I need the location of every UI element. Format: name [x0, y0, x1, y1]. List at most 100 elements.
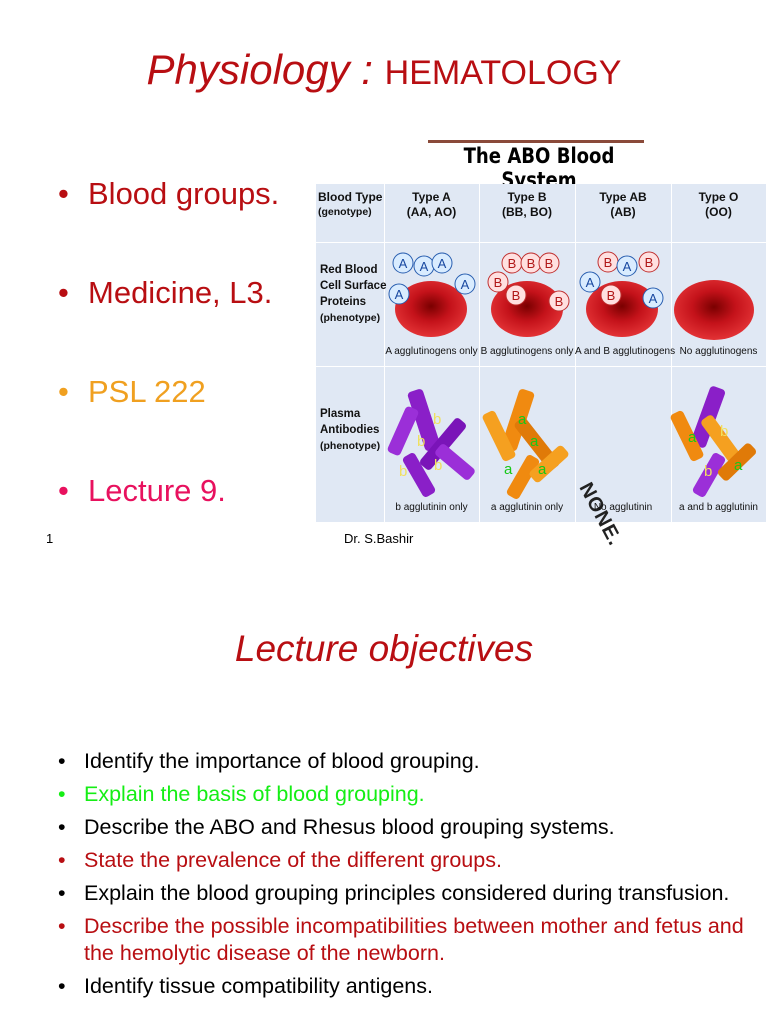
antigen-b-icon: B — [501, 252, 523, 274]
antigen-a-icon: A — [454, 273, 476, 295]
svg-text:a: a — [538, 461, 547, 478]
bullet-blood-groups: Blood groups. — [58, 172, 279, 271]
svg-text:B: B — [604, 255, 613, 270]
antigen-a-icon: A — [413, 255, 435, 277]
objectives-list: Identify the importance of blood groupin… — [58, 748, 748, 1006]
antigen-a-icon: A — [388, 283, 410, 305]
header-blood-type: Blood Type (genotype) — [318, 190, 383, 218]
grid-line — [575, 184, 576, 522]
caption-rbc-type-o: No agglutinogens — [679, 346, 758, 357]
figure-title: The ABO Blood System — [463, 144, 615, 192]
abo-table: Blood Type (genotype) Type A(AA, AO) Typ… — [316, 184, 766, 550]
svg-text:B: B — [555, 294, 564, 309]
grid-line — [316, 366, 766, 367]
bullet-medicine: Medicine, L3. — [58, 271, 279, 370]
antigen-a-icon: A — [431, 252, 453, 274]
antigen-b-icon: B — [487, 271, 509, 293]
objective-item: Explain the blood grouping principles co… — [58, 880, 748, 907]
abo-blood-system-figure: The ABO Blood System Blood Type (genotyp… — [316, 140, 766, 550]
svg-text:B: B — [527, 256, 536, 271]
svg-text:a: a — [530, 433, 539, 450]
svg-text:A: A — [586, 275, 595, 290]
svg-text:B: B — [545, 256, 554, 271]
svg-text:b: b — [417, 433, 425, 450]
row-label-plasma: Plasma Antibodies (phenotype) — [320, 408, 381, 452]
slide-1: Physiology : HEMATOLOGY Blood groups. Me… — [0, 0, 768, 570]
slide-title: Physiology : HEMATOLOGY — [146, 46, 622, 93]
antibody-anti-a-icon: a a a a — [482, 389, 569, 499]
objective-item: Explain the basis of blood grouping. — [58, 781, 748, 808]
antigen-b-icon: B — [520, 252, 542, 274]
svg-text:A: A — [461, 277, 470, 292]
grid-line — [384, 184, 385, 522]
slide-2: Lecture objectives Identify the importan… — [0, 570, 768, 1024]
header-type-b: Type B(BB, BO) — [502, 190, 552, 219]
rbc-type-a: A A A A A — [388, 252, 476, 337]
caption-plasma-type-b: a agglutinin only — [490, 502, 564, 513]
antigen-a-icon: A — [642, 287, 664, 309]
svg-text:b: b — [720, 423, 728, 440]
svg-text:A: A — [438, 256, 447, 271]
rbc-type-ab: A B A B B A — [579, 251, 664, 337]
bullet-course-code: PSL 222 — [58, 370, 279, 469]
svg-text:A: A — [623, 259, 632, 274]
svg-text:A: A — [649, 291, 658, 306]
header-type-o: Type O(OO) — [698, 190, 739, 219]
svg-text:A: A — [395, 287, 404, 302]
header-type-ab: Type AB(AB) — [599, 190, 647, 219]
caption-rbc-type-b: B agglutinogens only — [480, 346, 574, 357]
figure-title-bar — [428, 140, 644, 143]
objectives-title: Lecture objectives — [234, 628, 534, 669]
svg-text:A: A — [420, 259, 429, 274]
header-type-a: Type A(AA, AO) — [406, 190, 457, 219]
antibody-anti-a-and-anti-b-icon: a b b a — [670, 386, 757, 497]
antigen-b-icon: B — [548, 290, 570, 312]
svg-text:a: a — [688, 429, 697, 446]
svg-text:a: a — [734, 457, 743, 474]
bullet-lecture-number: Lecture 9. — [58, 469, 279, 568]
svg-text:b: b — [704, 463, 712, 480]
svg-text:a: a — [518, 411, 527, 428]
svg-text:B: B — [645, 255, 654, 270]
objective-item: Identify tissue compatibility antigens. — [58, 973, 748, 1000]
page-number: 1 — [46, 531, 54, 546]
objective-item: Describe the possible incompatibilities … — [58, 913, 748, 967]
antigen-b-icon: B — [597, 251, 619, 273]
rbc-type-b: B B B B B B — [487, 252, 570, 337]
caption-rbc-type-a: A agglutinogens only — [385, 346, 478, 357]
author-footer: Dr. S.Bashir — [344, 531, 414, 546]
antigen-b-icon: B — [638, 251, 660, 273]
svg-text:B: B — [508, 256, 517, 271]
objective-item: State the prevalence of the different gr… — [58, 847, 748, 874]
svg-text:a: a — [504, 461, 513, 478]
grid-line — [479, 184, 480, 522]
grid-line — [671, 184, 672, 522]
antibody-anti-b-icon: b b b b — [387, 389, 475, 497]
caption-rbc-type-ab: A and B agglutinogens — [575, 346, 676, 357]
antigen-b-icon: B — [538, 252, 560, 274]
antigen-b-icon: B — [600, 284, 622, 306]
abo-illustrations: A A A A A B B B B B B — [387, 251, 757, 499]
caption-plasma-type-o: a and b agglutinin — [679, 502, 758, 513]
antigen-a-icon: A — [616, 255, 638, 277]
svg-text:B: B — [512, 288, 521, 303]
objective-item: Describe the ABO and Rhesus blood groupi… — [58, 814, 748, 841]
antigen-a-icon: A — [579, 271, 601, 293]
svg-text:B: B — [494, 275, 503, 290]
antigen-a-icon: A — [392, 252, 414, 274]
svg-text:b: b — [434, 457, 442, 474]
caption-plasma-type-ab: No agglutinin — [593, 502, 653, 513]
svg-text:B: B — [607, 288, 616, 303]
objective-item: Identify the importance of blood groupin… — [58, 748, 748, 775]
topic-list: Blood groups. Medicine, L3. PSL 222 Lect… — [58, 172, 279, 568]
red-blood-cell — [395, 281, 467, 337]
svg-text:A: A — [399, 256, 408, 271]
svg-text:b: b — [433, 411, 441, 428]
rbc-type-o — [674, 280, 754, 340]
row-label-rbc: Red Blood Cell Surface Proteins (phenoty… — [320, 264, 387, 324]
antigen-b-icon: B — [505, 284, 527, 306]
caption-plasma-type-a: b agglutinin only — [395, 502, 468, 513]
svg-text:b: b — [399, 463, 407, 480]
grid-line — [316, 242, 766, 243]
red-blood-cell — [674, 280, 754, 340]
